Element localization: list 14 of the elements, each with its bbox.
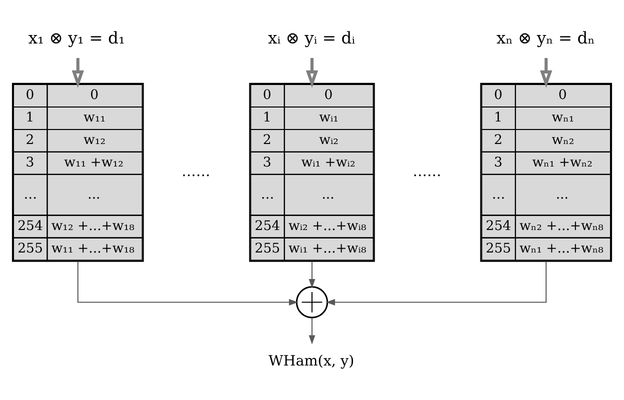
node-text: WHam(x, y) (268, 352, 354, 369)
arrow (72, 57, 84, 88)
arrow (540, 57, 552, 88)
node-text: x₁ ⊗ y₁ = d₁ (28, 28, 126, 47)
arrow (326, 261, 547, 305)
label: …… (182, 164, 210, 180)
node-text: xₙ ⊗ yₙ = dₙ (496, 28, 595, 47)
node-text: xᵢ ⊗ yᵢ = dᵢ (268, 28, 355, 47)
arrow (306, 57, 318, 88)
arrow (308, 317, 316, 344)
arrow (77, 261, 298, 305)
arrow (308, 261, 316, 288)
node-circle (296, 286, 328, 318)
label: …… (412, 164, 442, 180)
